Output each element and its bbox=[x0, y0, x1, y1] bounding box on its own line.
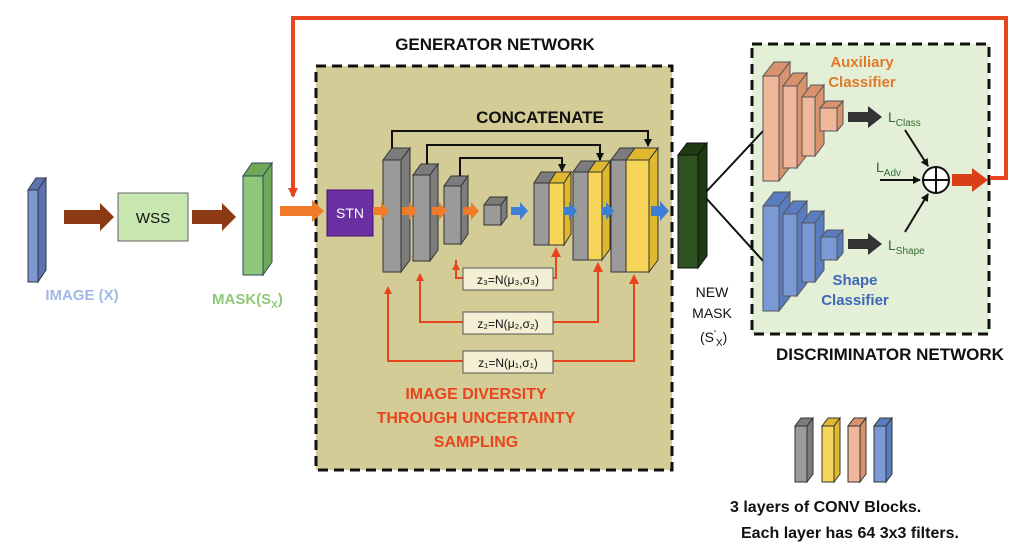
encoder-block-1 bbox=[382, 146, 411, 274]
z3-box bbox=[462, 267, 554, 291]
image-x-label: IMAGE (X) bbox=[45, 287, 118, 304]
decoder-block-3 bbox=[610, 146, 659, 274]
circle-plus-icon bbox=[922, 166, 950, 194]
shape-classifier-blocks bbox=[761, 190, 845, 313]
orange-arrow-g4 bbox=[463, 202, 479, 220]
new-mask-label-line2: MASK bbox=[692, 305, 732, 321]
feedback-arrow bbox=[288, 16, 1008, 198]
aux-classifier-blocks bbox=[761, 60, 845, 183]
encoder-block-3 bbox=[443, 174, 469, 246]
link-to-aux-classifier bbox=[705, 129, 765, 193]
skip-connection-2 bbox=[426, 144, 604, 164]
wss-box bbox=[117, 192, 189, 242]
z1-box bbox=[462, 350, 554, 374]
legend-blue-block bbox=[873, 416, 893, 484]
orange-arrow-g3 bbox=[432, 202, 447, 220]
z3-label: z₃=N(μ₃,σ₃) bbox=[477, 273, 539, 287]
legend-text-line1: 3 layers of CONV Blocks. bbox=[730, 499, 921, 516]
skip-connection-1 bbox=[391, 130, 652, 148]
sum-output-arrow bbox=[952, 168, 988, 192]
legend-text-line2: Each layer has 64 3x3 filters. bbox=[741, 525, 959, 542]
mask-block bbox=[242, 161, 273, 277]
discriminator-network-title: DISCRIMINATOR NETWORK bbox=[776, 345, 1005, 364]
new-mask-label-line1: NEW bbox=[696, 284, 729, 300]
arrow-to-l-shape bbox=[848, 233, 882, 255]
brown-arrow-2 bbox=[192, 203, 236, 231]
diversity-label-line1: IMAGE DIVERSITY bbox=[405, 386, 547, 403]
l-class-to-sum bbox=[904, 129, 929, 167]
z2-box bbox=[462, 311, 554, 335]
blue-arrow-g3 bbox=[602, 202, 614, 220]
blue-arrow-g2 bbox=[564, 202, 577, 220]
wss-label: WSS bbox=[136, 210, 170, 227]
l-shape-label: LShape bbox=[888, 237, 925, 257]
legend-peach-block bbox=[847, 416, 867, 484]
z1-label: z₁=N(μ₁,σ₁) bbox=[478, 356, 537, 370]
encoder-block-2 bbox=[412, 162, 439, 263]
aux-classifier-label-line2: Classifier bbox=[828, 74, 896, 91]
orange-arrow-g1 bbox=[373, 202, 389, 220]
concatenate-label: CONCATENATE bbox=[476, 108, 604, 127]
z2-up-arrow bbox=[416, 273, 424, 281]
decoder-block-1 bbox=[533, 170, 572, 247]
l-class-label: LClass bbox=[888, 109, 921, 129]
legend-gray-block bbox=[794, 416, 814, 484]
stn-label: STN bbox=[336, 205, 364, 221]
shape-classifier-label-line2: Classifier bbox=[821, 292, 889, 309]
orange-arrow-g2 bbox=[402, 202, 417, 220]
blue-arrow-to-new-mask bbox=[651, 201, 669, 221]
l-adv-label: LAdv bbox=[876, 159, 901, 179]
brown-arrow-1 bbox=[64, 203, 114, 231]
image-block bbox=[27, 176, 47, 284]
bottleneck-block bbox=[483, 195, 508, 227]
shape-classifier-label-line1: Shape bbox=[832, 272, 877, 289]
stn-box bbox=[326, 189, 374, 237]
generator-network-title: GENERATOR NETWORK bbox=[395, 35, 595, 54]
z1-up-arrow bbox=[384, 286, 392, 294]
link-to-shape-classifier bbox=[705, 197, 765, 263]
arrow-to-l-class bbox=[848, 106, 882, 128]
diversity-label-line2: THROUGH UNCERTAINTY bbox=[377, 410, 576, 427]
diversity-label-line3: SAMPLING bbox=[434, 434, 518, 451]
orange-arrow-to-stn bbox=[280, 200, 324, 222]
l-shape-to-sum bbox=[904, 193, 929, 233]
new-mask-label-line3: (S'X) bbox=[700, 329, 727, 349]
blue-arrow-g1 bbox=[511, 202, 528, 220]
skip-connection-3 bbox=[459, 157, 566, 176]
mask-sx-label: MASK(SX) bbox=[212, 291, 283, 311]
z3-up-arrow bbox=[452, 262, 460, 270]
z2-label: z₂=N(μ₂,σ₂) bbox=[477, 317, 538, 331]
new-mask-block bbox=[677, 141, 708, 270]
aux-classifier-label-line1: Auxiliary bbox=[830, 54, 894, 71]
legend-yellow-block bbox=[821, 416, 841, 484]
